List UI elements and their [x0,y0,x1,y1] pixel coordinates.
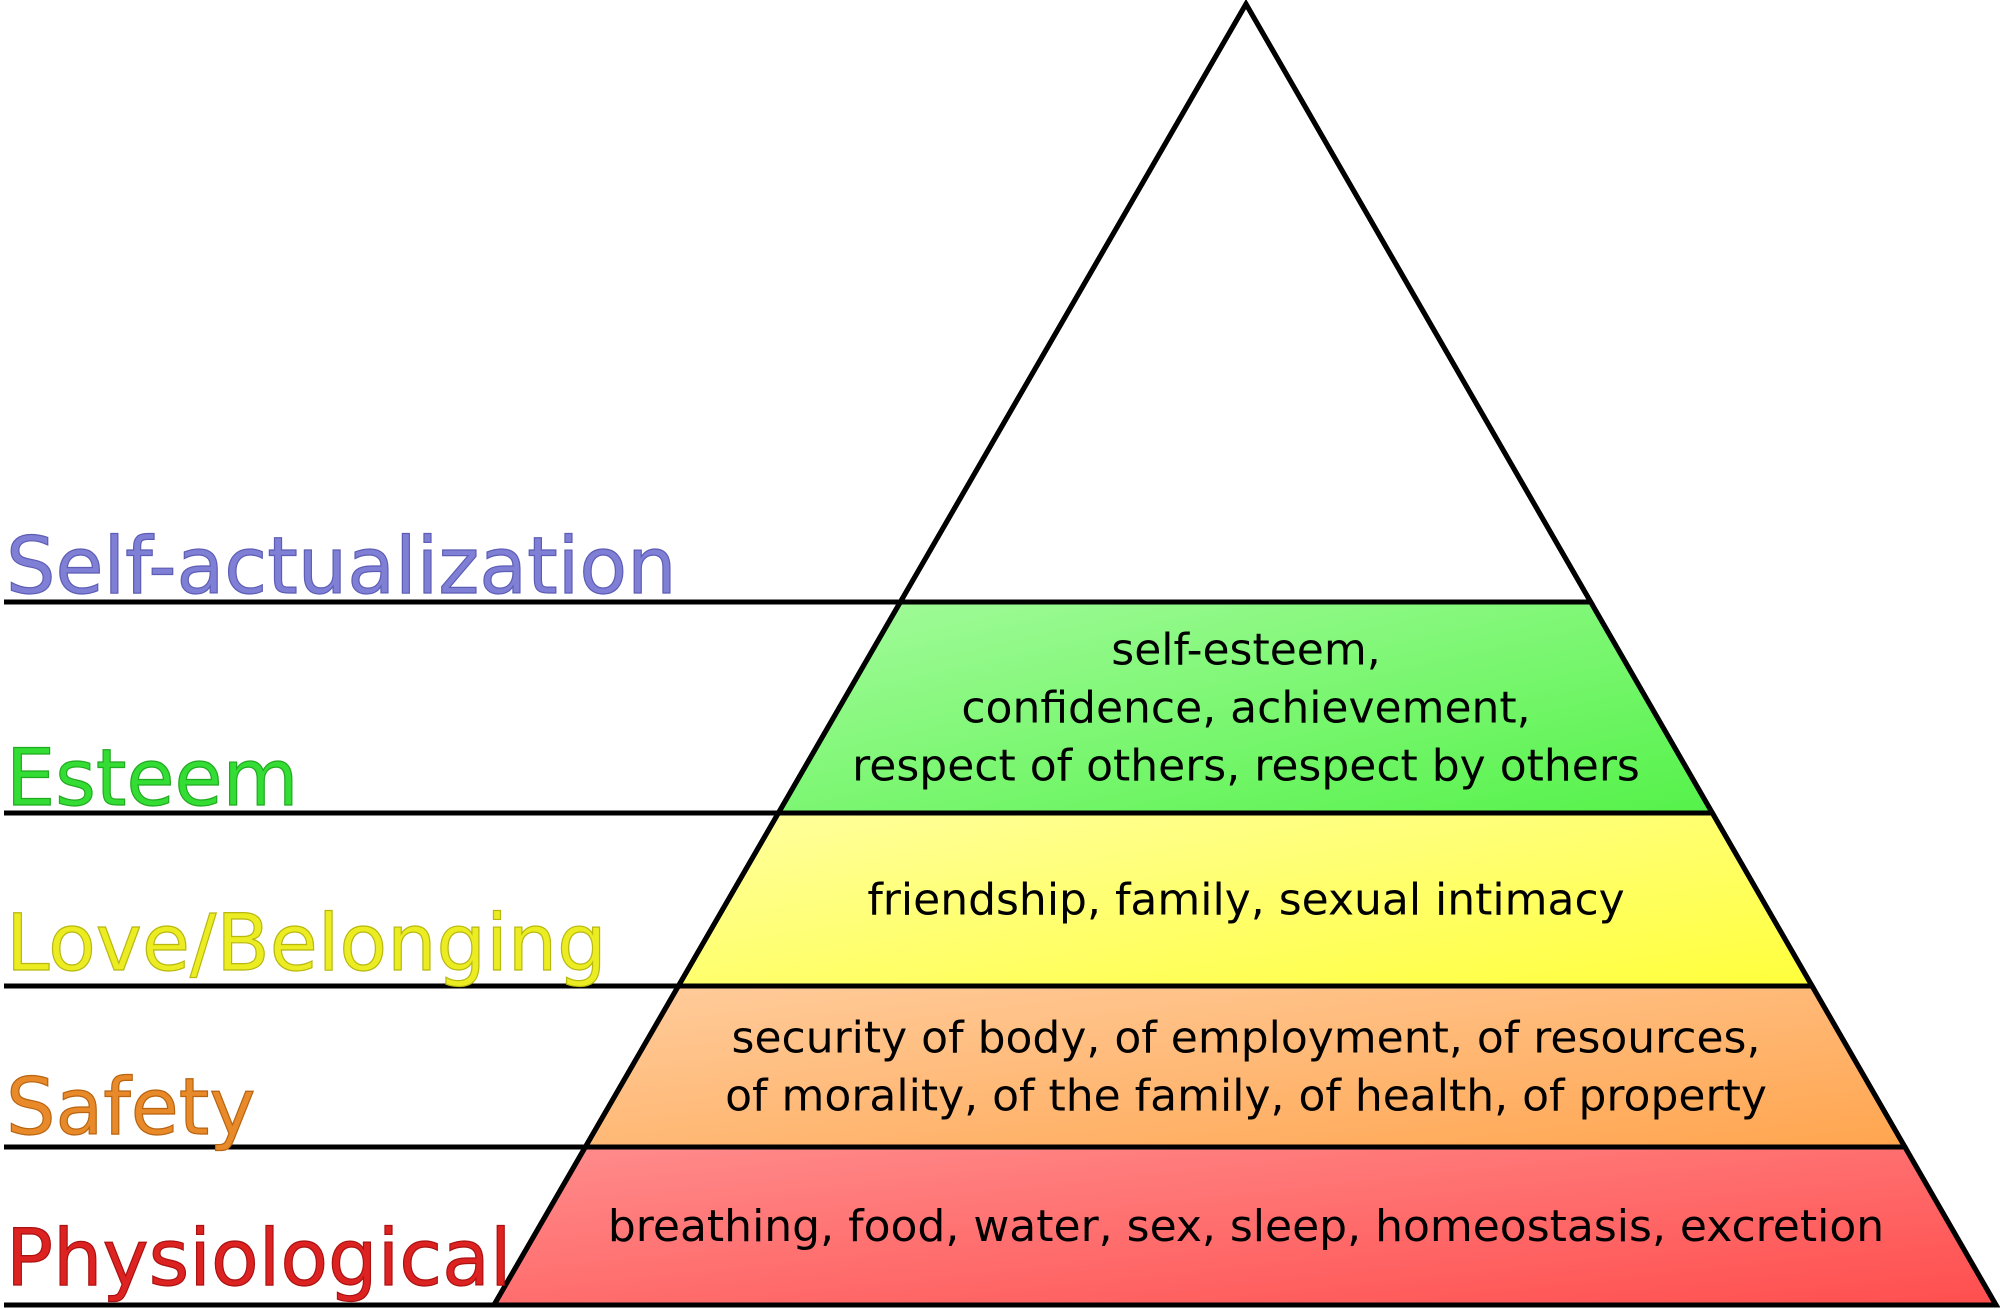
tier-text-safety-line-2: of morality, of the family, of health, o… [725,1071,1767,1122]
level-label-love-belonging: Love/Belonging [6,899,607,989]
tier-text-esteem-line-3: respect of others, respect by others [852,741,1640,792]
tier-safety [580,983,1910,1150]
tier-self-actualization [896,0,1596,605]
level-labels: Self-actualizationEsteemLove/BelongingSa… [5,521,677,1304]
level-label-safety: Safety [6,1063,256,1153]
level-label-self-actualization: Self-actualization [6,522,677,612]
level-guide-lines [4,599,901,1308]
pyramid-outer-triangle [489,0,2000,1308]
tier-text-esteem-line-1: self-esteem, [1111,625,1380,676]
tier-descriptions: self-esteem, confidence, achievement, resp… [608,625,1884,1253]
level-label-physiological: Physiological [6,1214,512,1304]
tier-text-love-belonging-line-1: friendship, family, sexual intimacy [867,875,1624,926]
tier-text-safety-line-1: security of body, of employment, of reso… [732,1013,1761,1064]
level-label-esteem: Esteem [6,734,298,824]
pyramid-outline [489,0,2000,1308]
tier-text-esteem-line-2: confidence, achievement, [961,683,1530,734]
tier-text-physiological-line-1: breathing, food, water, sex, sleep, home… [608,1201,1884,1252]
